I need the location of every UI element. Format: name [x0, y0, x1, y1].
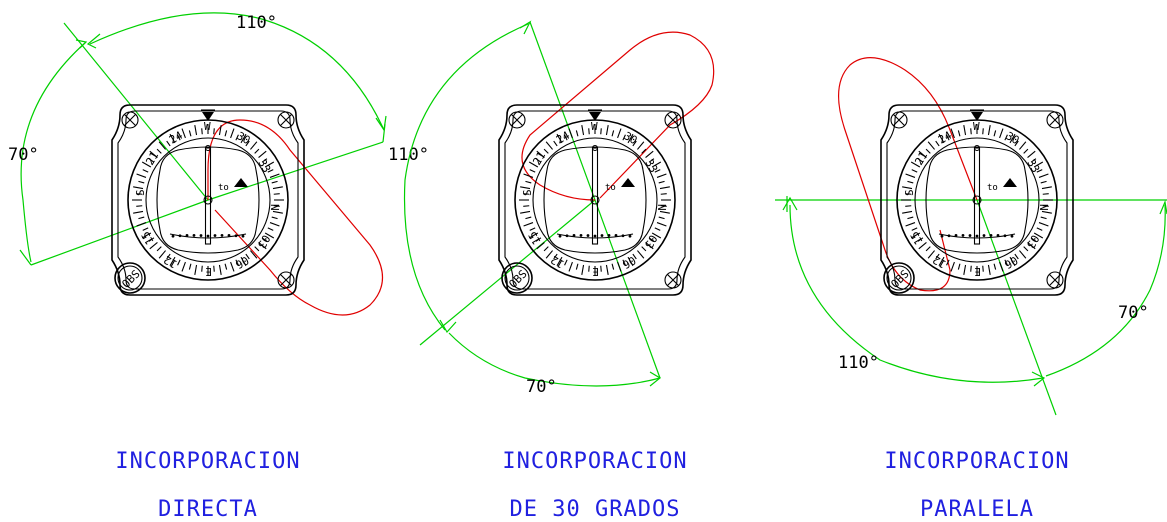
heading-mark-12: 12: [931, 253, 949, 271]
vor-instrument-labels: W 30 33 N 03 06 E 12 15 S 21 24 to OBS: [119, 120, 281, 291]
panel-30-grados: W 30 33 N 03 06 E 12 15 S 21 24 to OBS 7…: [403, 20, 715, 522]
to-flag-label: to: [605, 183, 616, 193]
holding-pattern: [207, 119, 383, 316]
angle-label-110-top: 110°: [236, 13, 277, 33]
heading-mark-06: 06: [620, 253, 638, 271]
heading-mark-33: 33: [1024, 157, 1042, 175]
heading-mark-e: E: [974, 265, 981, 278]
vor-instrument-labels: W 30 33 N 03 06 E 12 15 S 21 24 to OBS: [888, 120, 1050, 291]
heading-mark-n: N: [268, 204, 281, 211]
panel-directa: W 30 33 N 03 06 E 12 15 S 21 24 to OBS 1…: [8, 12, 429, 522]
angle-label-110-bottom: 110°: [838, 353, 879, 373]
angle-label-110-right: 110°: [388, 145, 429, 165]
panel-paralela: W 30 33 N 03 06 E 12 15 S 21 24 to OBS 7…: [775, 57, 1167, 522]
angle-label-70-left: 70°: [8, 145, 39, 165]
heading-mark-e: E: [205, 265, 212, 278]
heading-mark-n: N: [1037, 204, 1050, 211]
heading-mark-12: 12: [549, 253, 567, 271]
caption-subtitle-3: PARALELA: [920, 497, 1034, 522]
heading-mark-15: 15: [526, 229, 544, 247]
heading-mark-15: 15: [139, 229, 157, 247]
caption-title-3: INCORPORACION: [884, 449, 1069, 474]
heading-mark-w: W: [591, 120, 598, 133]
heading-mark-s: S: [903, 189, 916, 196]
heading-mark-s: S: [521, 189, 534, 196]
angle-label-70-right: 70°: [1118, 303, 1149, 323]
heading-mark-s: S: [134, 189, 147, 196]
heading-mark-03: 03: [255, 233, 273, 251]
heading-mark-n: N: [655, 204, 668, 211]
heading-mark-30: 30: [1004, 129, 1022, 147]
vor-instrument-labels: W 30 33 N 03 06 E 12 15 S 21 24 to OBS: [506, 120, 668, 291]
heading-mark-33: 33: [642, 157, 660, 175]
caption-title-2: INCORPORACION: [502, 449, 687, 474]
heading-mark-15: 15: [908, 229, 926, 247]
green-sector-lines: [775, 196, 1167, 416]
heading-mark-24: 24: [167, 129, 185, 147]
heading-mark-30: 30: [622, 129, 640, 147]
caption-subtitle-1: DIRECTA: [158, 497, 258, 522]
heading-mark-06: 06: [233, 253, 251, 271]
to-flag-label: to: [218, 183, 229, 193]
to-flag-label: to: [987, 183, 998, 193]
heading-mark-e: E: [592, 265, 599, 278]
heading-mark-12: 12: [162, 253, 180, 271]
caption-subtitle-2: DE 30 GRADOS: [510, 497, 681, 522]
heading-mark-21: 21: [530, 150, 548, 168]
heading-mark-03: 03: [642, 233, 660, 251]
caption-title-1: INCORPORACION: [115, 449, 300, 474]
holding-pattern: [521, 31, 715, 201]
heading-mark-03: 03: [1024, 233, 1042, 251]
heading-mark-21: 21: [912, 150, 930, 168]
heading-mark-w: W: [204, 120, 211, 133]
heading-mark-06: 06: [1002, 253, 1020, 271]
green-sector-lines: [403, 20, 662, 387]
heading-mark-33: 33: [255, 157, 273, 175]
heading-mark-24: 24: [936, 129, 954, 147]
heading-mark-21: 21: [143, 150, 161, 168]
heading-mark-30: 30: [235, 129, 253, 147]
holding-pattern: [837, 57, 978, 292]
heading-mark-w: W: [973, 120, 980, 133]
green-sector-lines: [19, 12, 387, 266]
heading-mark-24: 24: [554, 129, 572, 147]
angle-label-70-bottom: 70°: [526, 377, 557, 397]
